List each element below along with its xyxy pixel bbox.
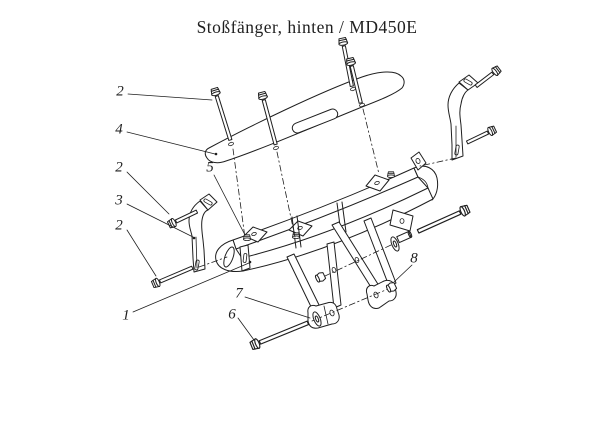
frame-tab-bolt-3 <box>387 171 395 178</box>
left-bracket-top-plate <box>199 193 218 211</box>
callout-2-bracket-top: 2 <box>115 159 170 215</box>
callout-1: 1 <box>122 260 252 323</box>
frame-end-tab-right <box>410 151 427 171</box>
frame-tab-bolt <box>243 234 251 241</box>
frame-hanging-plate <box>389 209 414 232</box>
frame-end-tab-left <box>239 244 251 272</box>
callout-4: 4 <box>115 121 218 156</box>
frame-tab-center-hole <box>297 225 303 231</box>
callout-4-label: 4 <box>115 121 123 137</box>
top-plate-hole-4 <box>359 102 365 108</box>
top-plate-slot <box>291 108 339 134</box>
callout-1-label: 1 <box>122 307 130 323</box>
right-long-bolt <box>416 203 472 234</box>
callout-2b-label: 2 <box>115 159 123 175</box>
assembly-centerlines <box>198 108 457 322</box>
callout-2a-label: 2 <box>116 83 124 99</box>
left-bracket-top-slot <box>203 198 213 206</box>
frame-right-bend-inner <box>417 176 429 189</box>
left-bracket-top-bolt <box>166 209 199 230</box>
frame-hanging-plate-hole <box>399 218 405 224</box>
frame-tab-left-hole <box>251 231 257 237</box>
rear-leg-bar-right <box>363 217 397 287</box>
frame-tab-bolt-2 <box>292 232 300 239</box>
callout-8: 8 <box>393 250 418 283</box>
callouts: 1 2 4 2 3 2 5 7 <box>114 83 418 341</box>
left-support-bracket <box>188 193 218 273</box>
frame-tab-right-hole <box>374 180 380 186</box>
callout-5-label: 5 <box>206 159 214 175</box>
flange-nut-2 <box>315 272 327 283</box>
callout-5: 5 <box>206 159 246 236</box>
leg-bar-hole <box>331 267 337 273</box>
callout-8-label: 8 <box>410 250 418 266</box>
callout-2-bracket-bottom: 2 <box>115 217 157 277</box>
rear-foot-hole <box>373 291 379 299</box>
washer <box>312 311 322 327</box>
right-bracket-top-slot <box>463 78 473 86</box>
plate-flange-bolt-1 <box>209 86 233 141</box>
right-bracket-bottom-bolt <box>465 124 498 145</box>
right-bracket-arm <box>447 82 469 161</box>
bumper-frame <box>215 151 439 272</box>
top-plate <box>204 71 405 164</box>
callout-6-label: 6 <box>228 306 236 322</box>
frame-end-tab-right-hole <box>415 158 421 164</box>
frame-tab-right <box>365 174 390 192</box>
washer-2 <box>390 236 400 252</box>
right-support-bracket <box>447 74 479 161</box>
left-bracket-bottom-slot <box>194 259 200 271</box>
callout-3: 3 <box>114 192 196 240</box>
diagram-title: Stoßfänger, hinten / MD450E <box>197 17 418 37</box>
frame-long-bolt-2 <box>345 56 363 104</box>
top-plate-outline <box>204 71 405 164</box>
frame-end-tab-left-slot <box>242 253 248 263</box>
right-bracket-bottom-slot <box>454 144 460 156</box>
callout-2-plate: 2 <box>116 83 213 101</box>
right-bracket-top-bolt <box>474 64 503 88</box>
long-carriage-bolt <box>248 320 310 352</box>
callout-7: 7 <box>235 285 311 319</box>
left-bracket-fold-line <box>195 236 198 269</box>
leg-bar-hole-2 <box>354 257 360 263</box>
right-bolt-spacer <box>396 230 413 244</box>
front-leg-bar-right <box>326 241 342 309</box>
callout-3-label: 3 <box>114 192 123 208</box>
top-plate-hole-1 <box>228 141 234 147</box>
callout-7-label: 7 <box>235 285 244 301</box>
left-bracket-bottom-bolt <box>150 265 194 290</box>
frame-left-cap-face <box>223 246 235 268</box>
plate-flange-bolt-2 <box>256 90 278 146</box>
callout-6: 6 <box>228 306 255 341</box>
callout-2c-label: 2 <box>115 217 123 233</box>
flange-nut <box>386 282 398 293</box>
top-plate-hole-2 <box>273 145 279 151</box>
